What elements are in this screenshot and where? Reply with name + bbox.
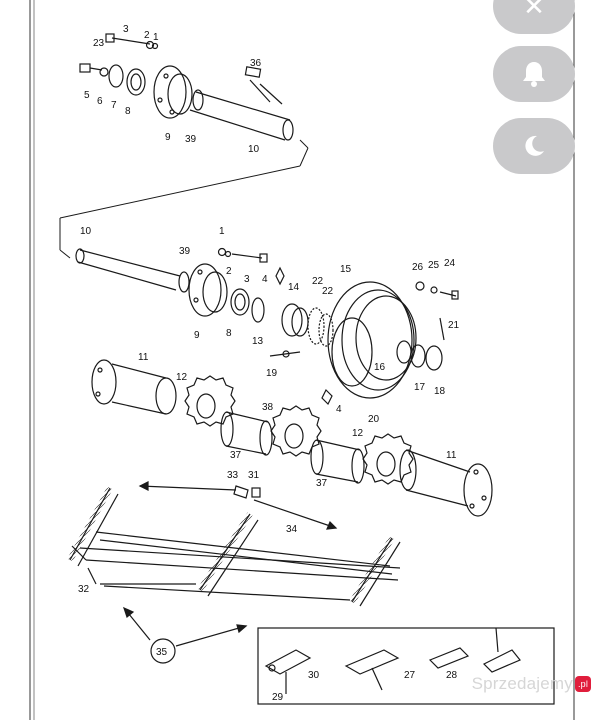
part-label: 25 <box>428 260 440 271</box>
part-label: 24 <box>444 258 456 269</box>
watermark-text: Sprzedajemy <box>471 674 573 693</box>
part-label: 10 <box>80 226 92 237</box>
part-label: 39 <box>179 246 191 257</box>
sprocket-shaft-assembly <box>91 359 493 517</box>
part-label: 35 <box>156 647 168 658</box>
overlay-button-close[interactable]: ✕ <box>493 0 575 34</box>
bell-icon <box>523 62 545 87</box>
part-label: 31 <box>248 470 260 481</box>
part-label: 1 <box>219 226 225 237</box>
part-label: 8 <box>125 106 131 117</box>
part-label: 5 <box>84 90 90 101</box>
part-label: 29 <box>272 692 284 703</box>
part-label: 34 <box>286 524 298 535</box>
page-frame <box>29 0 575 720</box>
part-label: 26 <box>412 262 424 273</box>
part-label: 9 <box>194 330 200 341</box>
middle-shaft-assembly <box>75 247 459 406</box>
part-label: 11 <box>446 450 457 461</box>
part-label: 6 <box>97 96 103 107</box>
overlay-button-dark-mode[interactable] <box>493 118 575 174</box>
part-label: 2 <box>226 266 232 277</box>
part-label: 8 <box>226 328 232 339</box>
part-label: 1 <box>153 32 159 43</box>
watermark: Sprzedajemy .pl <box>472 674 591 694</box>
part-label: 36 <box>250 58 262 69</box>
chain-slat-assembly <box>67 481 401 607</box>
part-label: 38 <box>262 402 274 413</box>
part-label: 37 <box>316 478 328 489</box>
part-label: 22 <box>322 286 334 297</box>
top-shaft-assembly <box>79 33 294 141</box>
detail-inset <box>123 606 555 705</box>
part-label: 23 <box>93 38 105 49</box>
part-label: 33 <box>227 470 239 481</box>
part-label: 39 <box>185 134 197 145</box>
watermark-badge: .pl <box>575 676 591 692</box>
part-label: 4 <box>262 274 268 285</box>
part-label: 18 <box>434 386 446 397</box>
part-label: 14 <box>288 282 300 293</box>
part-label: 9 <box>165 132 171 143</box>
part-label: 22 <box>312 276 324 287</box>
part-label: 3 <box>244 274 250 285</box>
part-label: 13 <box>252 336 264 347</box>
part-label: 28 <box>446 670 458 681</box>
part-label: 15 <box>340 264 352 275</box>
shaft-connector-lines <box>59 139 309 259</box>
part-label: 17 <box>414 382 426 393</box>
moon-icon <box>525 135 544 156</box>
part-label: 20 <box>368 414 380 425</box>
part-label: 12 <box>176 372 188 383</box>
part-label: 21 <box>448 320 460 331</box>
close-icon: ✕ <box>523 0 545 21</box>
part-label: 10 <box>248 144 260 155</box>
part-label: 27 <box>404 670 416 681</box>
part-label: 11 <box>138 352 149 363</box>
part-label: 12 <box>352 428 364 439</box>
part-label: 3 <box>123 24 129 35</box>
overlay-button-notifications[interactable] <box>493 46 575 102</box>
part-label: 30 <box>308 670 320 681</box>
part-label: 4 <box>336 404 342 415</box>
part-label: 7 <box>111 100 117 111</box>
part-label: 16 <box>374 362 386 373</box>
part-label: 2 <box>144 30 150 41</box>
part-label: 37 <box>230 450 242 461</box>
part-number-labels: 3 2 1 23 36 5 6 7 8 9 39 10 10 39 1 2 3 … <box>78 24 460 703</box>
part-label: 19 <box>266 368 278 379</box>
part-label: 32 <box>78 584 90 595</box>
